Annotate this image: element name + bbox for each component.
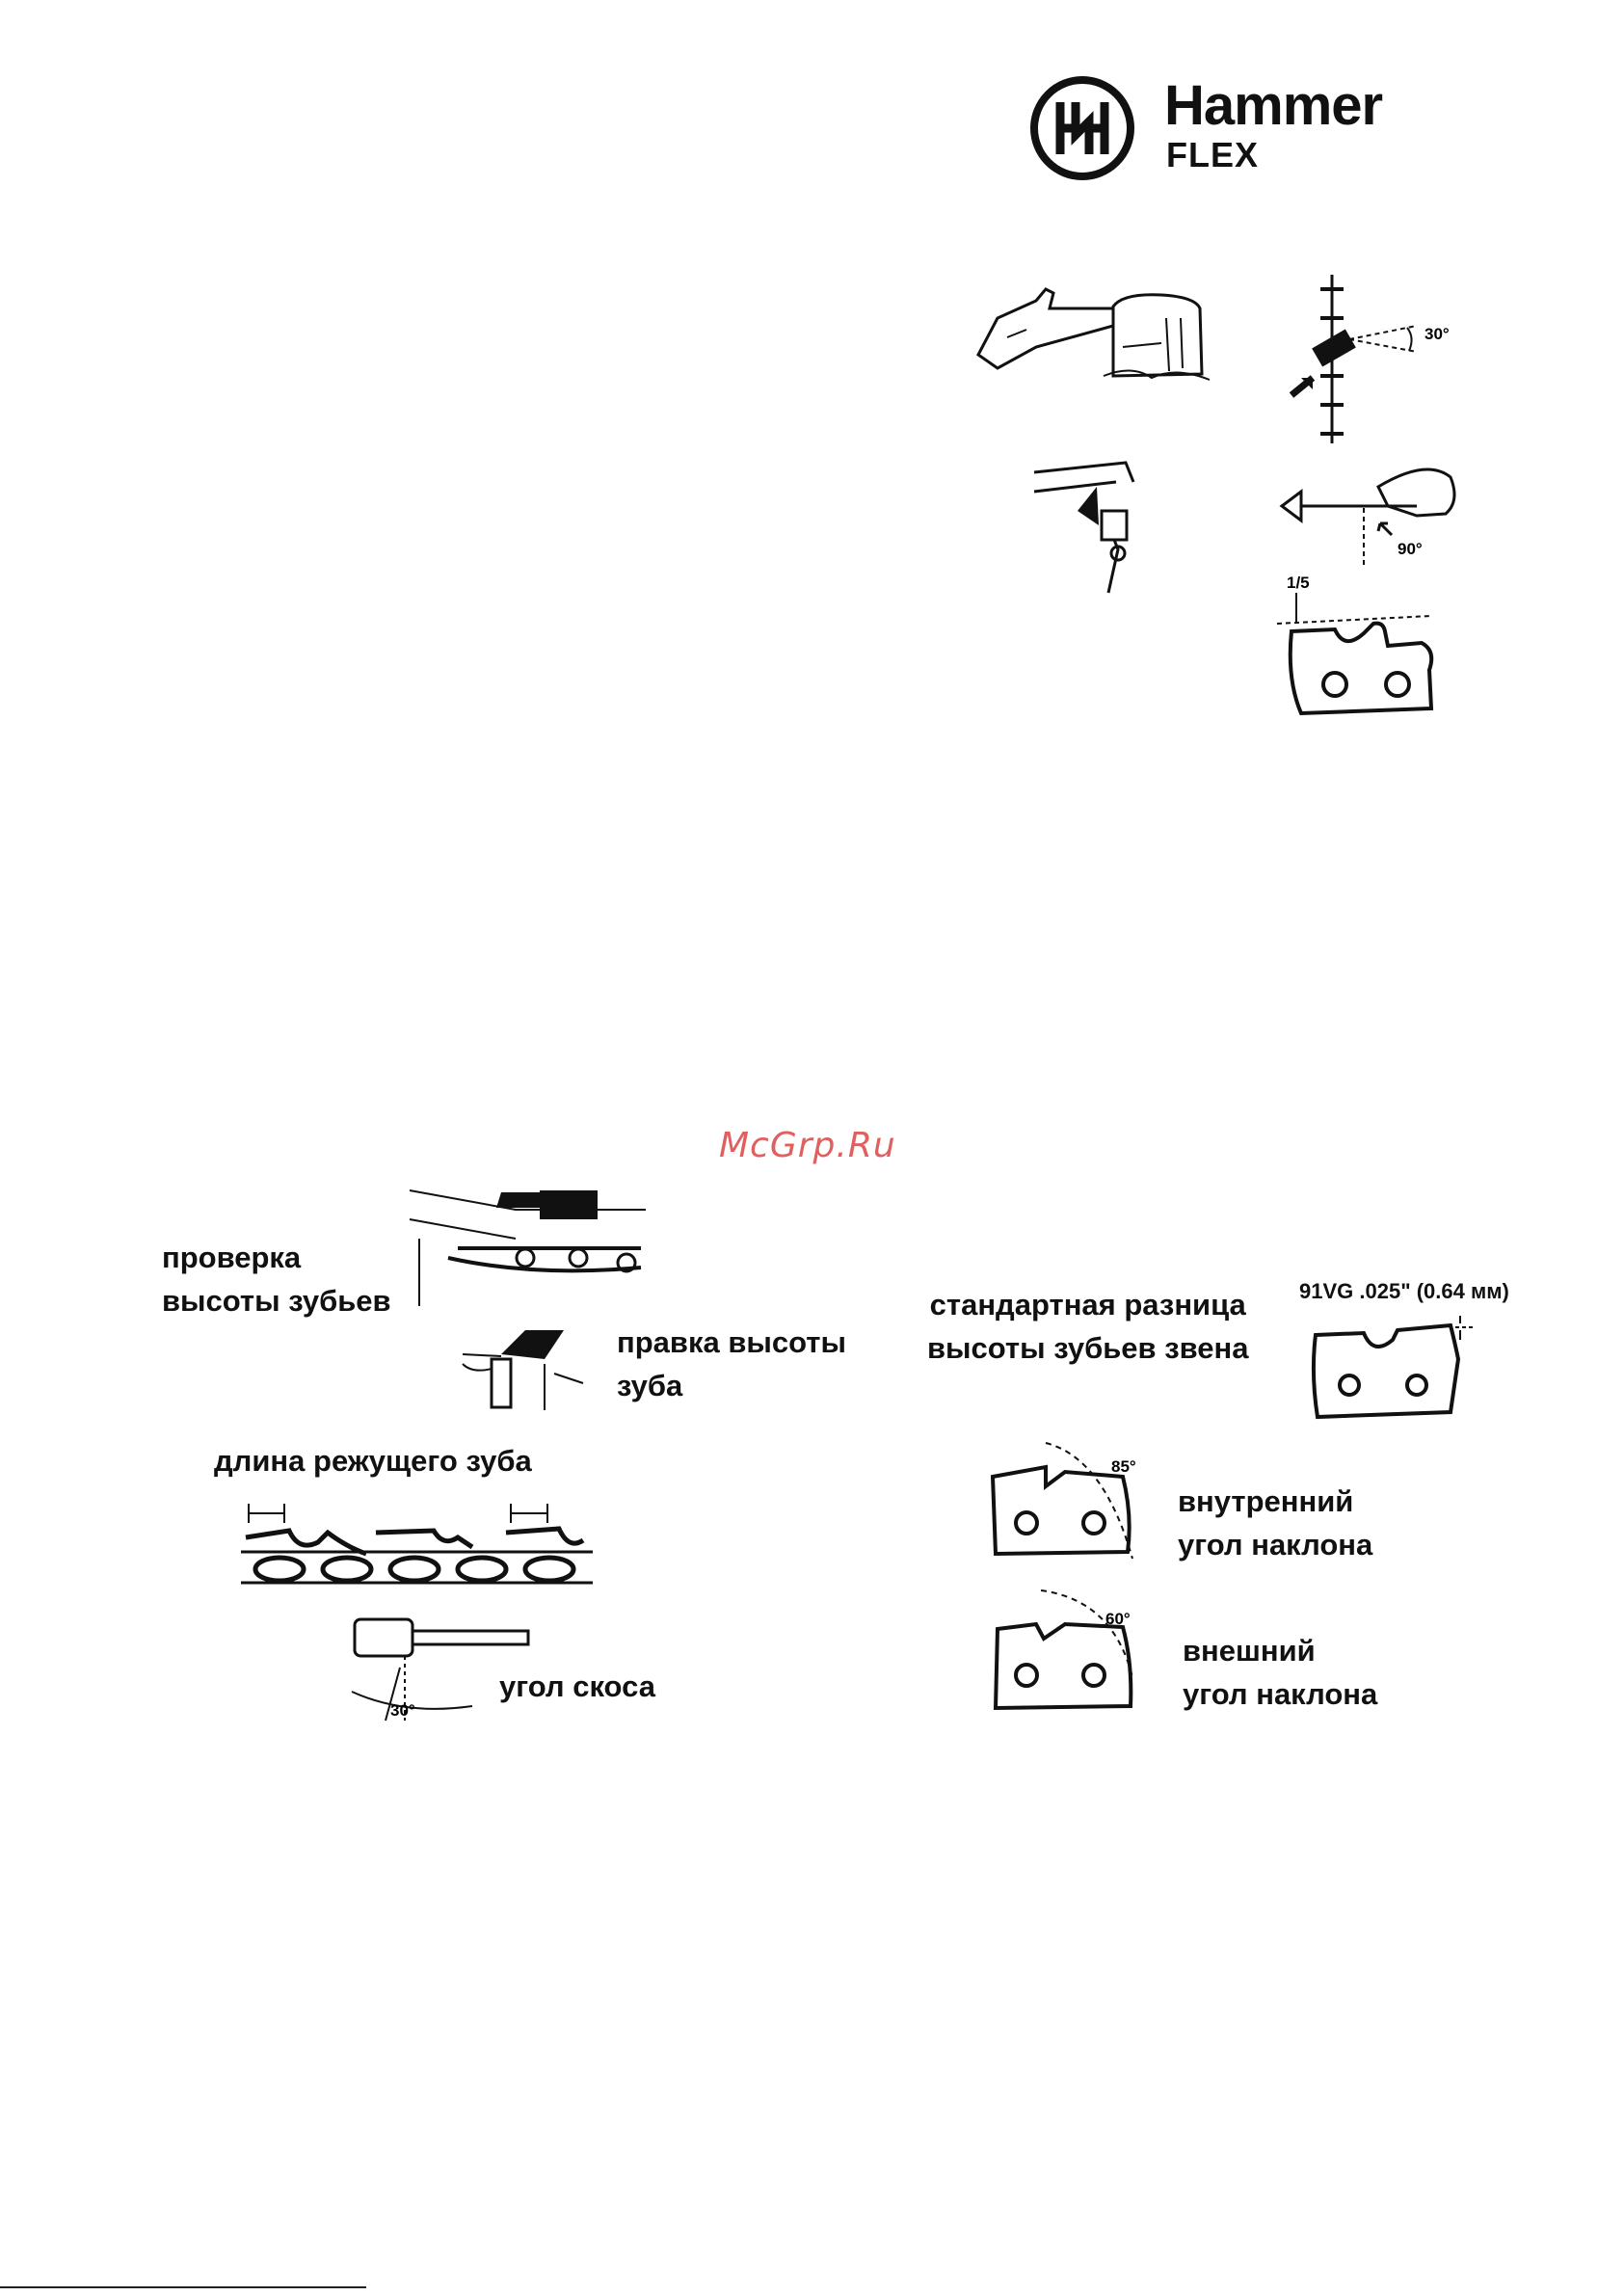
label-line: внешний [1183,1629,1377,1672]
tooth-height-adjust-label: правка высоты зуба [617,1321,846,1407]
chain-file-30deg-illustration: 30° [1272,270,1465,448]
label-line: стандартная разница [927,1283,1248,1326]
label-line: внутренний [1178,1480,1372,1523]
brand-name: Hammer [1164,73,1382,138]
chainsaw-stump-illustration [969,280,1214,390]
inner-tilt-value: 85° [1111,1457,1136,1476]
label-line: угол наклона [1183,1672,1377,1716]
outer-tilt-illustration: 60° [988,1581,1157,1711]
label-line: правка высоты [617,1321,846,1364]
file-holder-illustration [1029,453,1155,598]
inner-tilt-label: внутренний угол наклона [1178,1480,1372,1566]
ratio-label: 1/5 [1287,574,1310,592]
outer-tilt-value: 60° [1105,1610,1131,1628]
label-line: высоты зубьев звена [927,1326,1248,1370]
bevel-angle-label: угол скоса [499,1665,655,1708]
chain-link-gauge-illustration [1306,1316,1479,1422]
depth-gauge-check-illustration [410,1181,646,1306]
watermark: McGrp.Ru [719,1126,896,1165]
outer-tilt-label: внешний угол наклона [1183,1629,1377,1716]
label-line: угол наклона [1178,1523,1372,1566]
label-line: высоты зубьев [162,1279,391,1322]
standard-diff-value: 91VG .025" (0.64 мм) [1299,1279,1509,1304]
standard-diff-label: стандартная разница высоты зубьев звена [927,1283,1248,1370]
hand-file-90deg-illustration: 90° [1272,448,1465,569]
bevel-angle-value: 30° [390,1701,415,1720]
angle-90-label: 90° [1398,540,1423,558]
footer-rule [0,2286,366,2288]
cutter-length-label: длина режущего зуба [214,1439,532,1482]
label-line: проверка [162,1236,391,1279]
brand-logo: Hammer FLEX [1029,71,1482,179]
cutter-link-ratio-illustration: 1/5 [1277,574,1455,718]
depth-gauge-adjust-illustration [463,1325,583,1412]
label-line: зуба [617,1364,846,1407]
chain-cutter-length-illustration [241,1494,593,1586]
hammer-logo-icon [1029,75,1135,181]
angle-30-label: 30° [1424,325,1450,343]
inner-tilt-illustration: 85° [988,1438,1157,1563]
brand-sub: FLEX [1166,135,1259,175]
tooth-height-check-label: проверка высоты зубьев [162,1236,391,1322]
